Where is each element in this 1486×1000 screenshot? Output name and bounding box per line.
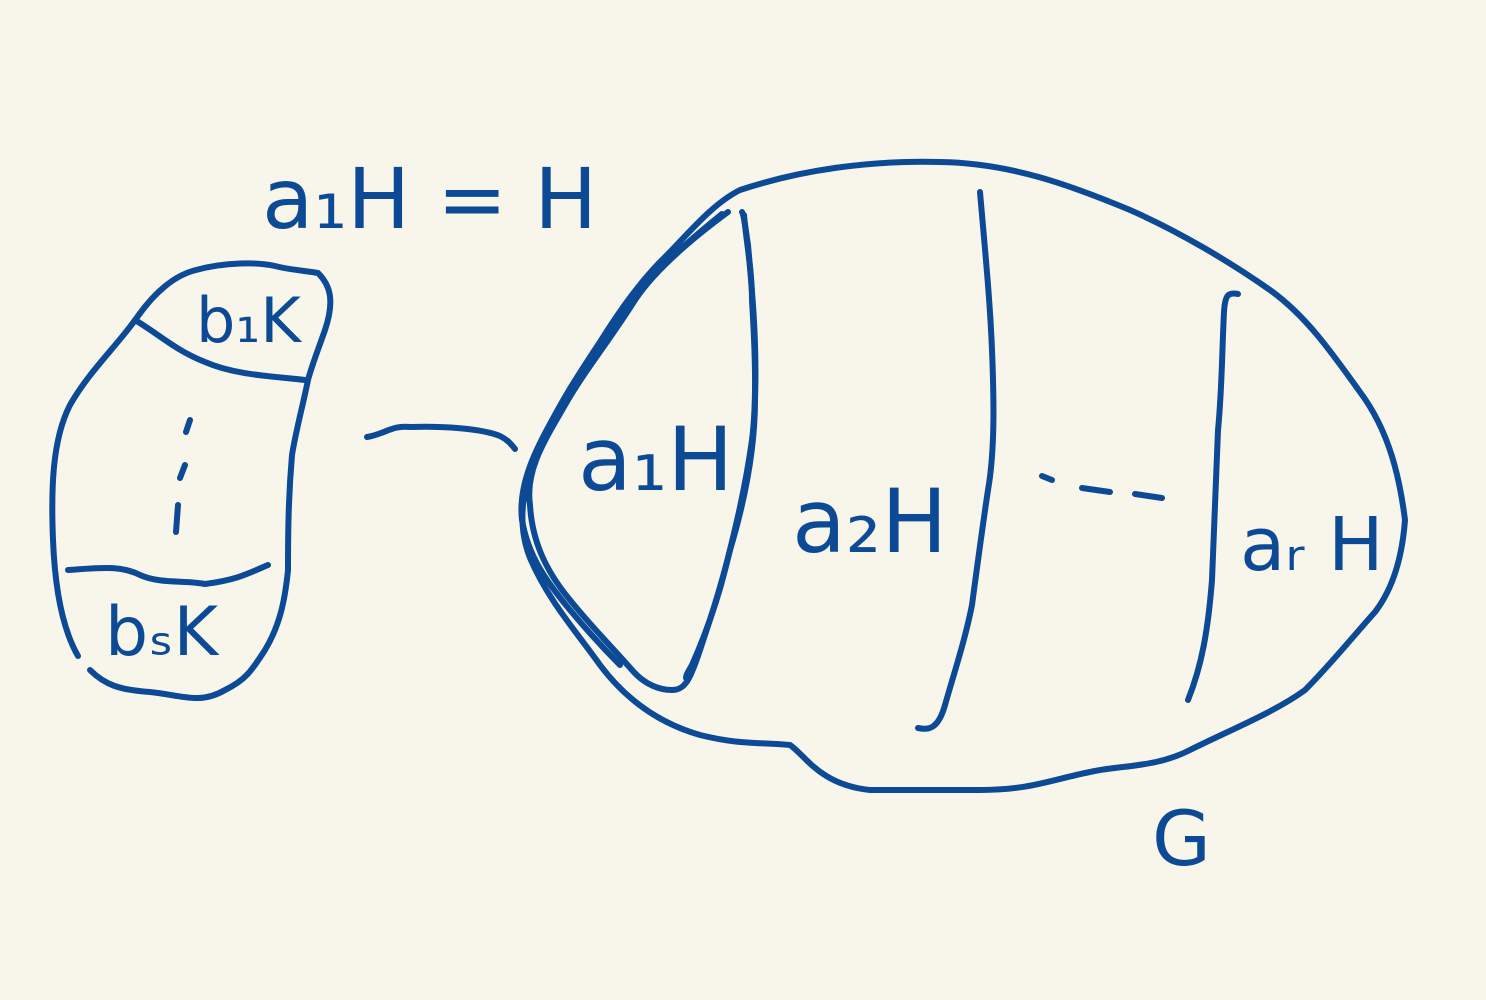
bsk-divider-line [65, 562, 271, 587]
arh-divider-line [1185, 290, 1241, 703]
ellipsis-dashes [1039, 473, 1165, 501]
k-cosets-blob-outline [49, 260, 334, 702]
a1h-region-right-edge [683, 212, 759, 681]
a2h-divider-line [915, 189, 997, 732]
b1k-label: b₁K [196, 284, 302, 357]
group-g-label: G [1152, 794, 1211, 883]
a1h-label: a₁H [578, 408, 733, 511]
bsk-label: bₛK [105, 593, 221, 672]
vertical-dots-mark [173, 417, 193, 535]
connector-line [364, 423, 518, 452]
a2h-label: a₂H [792, 470, 947, 573]
a1h-region-inner-edge [518, 211, 725, 668]
arh-label: aᵣ H [1240, 502, 1384, 588]
b1k-divider-line [132, 317, 308, 383]
top-equation-label: a₁H = H [262, 150, 597, 248]
